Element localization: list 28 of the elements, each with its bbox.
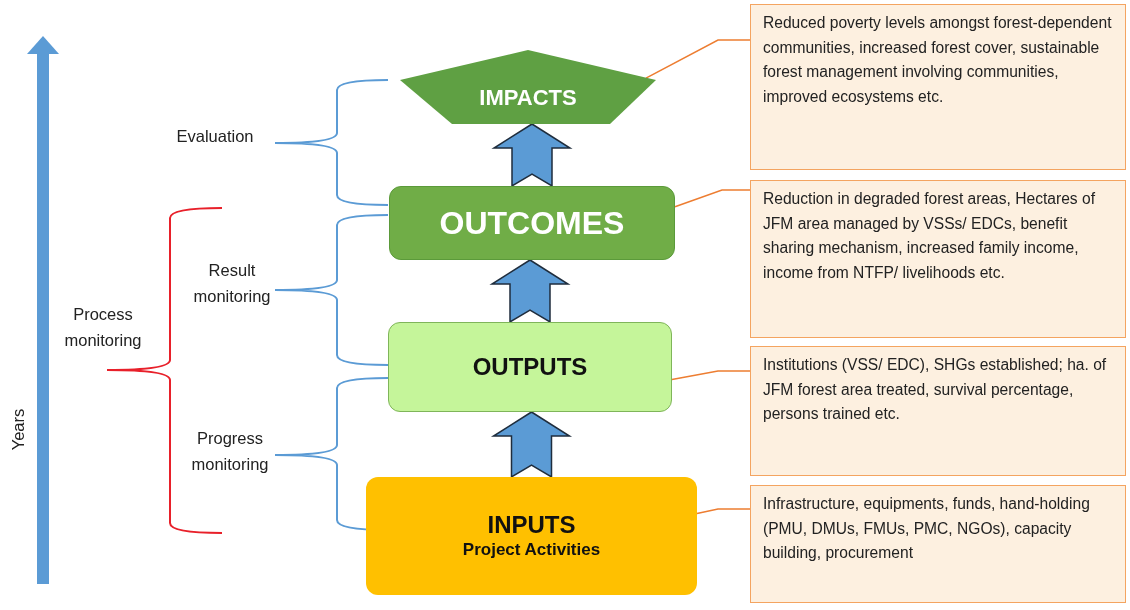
leader-line [645, 39, 751, 79]
description-box [750, 4, 1126, 170]
description-box [750, 485, 1126, 603]
axis-label: Years [9, 408, 29, 451]
stage-title: OUTPUTS [472, 353, 588, 381]
leader-line [674, 189, 751, 208]
monitoring-label: Progress monitoring [190, 427, 270, 475]
description-text: Institutions (VSS/ EDC), SHGs established; ha. of JFM forest area treated, survival percentage, persons trained etc. [763, 355, 1108, 425]
leader-line [671, 370, 751, 381]
stage-title: OUTCOMES [439, 204, 625, 242]
monitoring-label: Process monitoring [63, 303, 143, 351]
block-arrow [491, 123, 573, 188]
stage-title: INPUTS [487, 511, 576, 539]
stage-box [366, 477, 697, 595]
stage-box [388, 322, 672, 412]
description-text: Infrastructure, equipments, funds, hand-holding (PMU, DMUs, FMUs, PMC, NGOs), capacity building, procurement [763, 494, 1091, 564]
description-box [750, 346, 1126, 476]
description-box [750, 180, 1126, 338]
monitoring-label: Result monitoring [192, 259, 272, 307]
stage-title: IMPACTS [479, 85, 577, 111]
stage-box [389, 186, 675, 260]
stage-subtitle: Project Activities [462, 538, 601, 561]
block-arrow [489, 259, 571, 324]
block-arrow [490, 411, 573, 479]
description-text: Reduced poverty levels amongst forest-dependent communities, increased forest cover, sustainable forest management involving communities, improved ecosystems etc. [763, 13, 1113, 107]
monitoring-label: Evaluation [176, 125, 254, 147]
description-text: Reduction in degraded forest areas, Hectares of JFM area managed by VSSs/ EDCs, benefit sharing mechanism, increased family income, income from NTFP/ livelihoods etc. [763, 189, 1096, 283]
leader-line [696, 508, 751, 515]
